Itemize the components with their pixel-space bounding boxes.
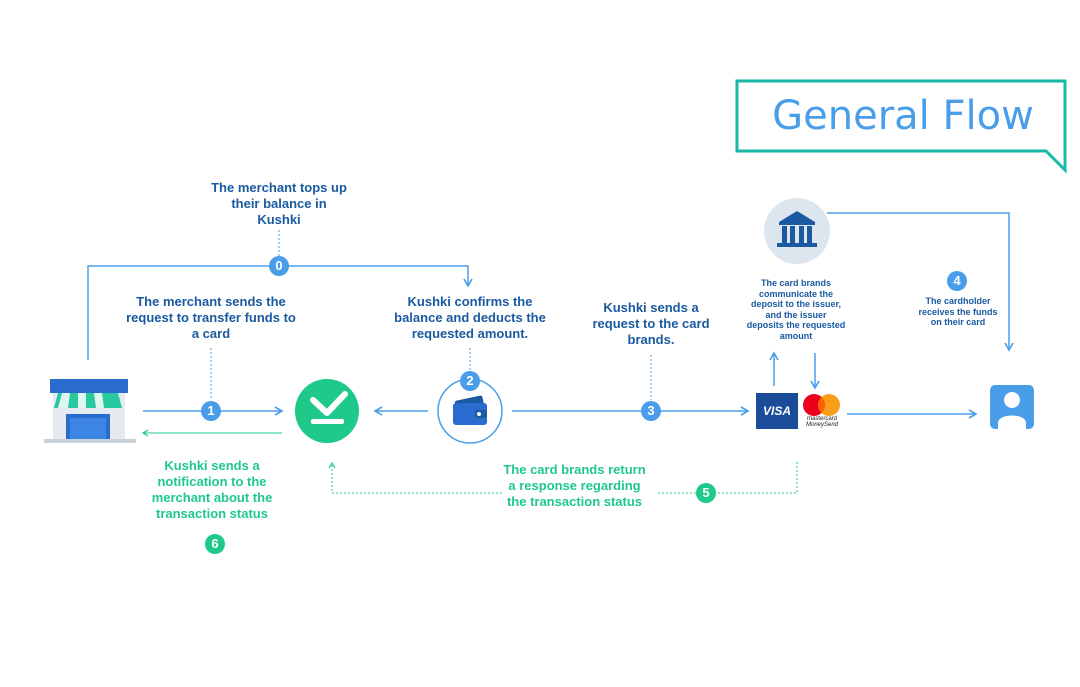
- step-4-text: The cardholder receives the funds on the…: [918, 296, 998, 327]
- step-1-badge: 1: [201, 401, 221, 421]
- visa-logo: [756, 393, 798, 429]
- step-2-badge: 2: [460, 371, 480, 391]
- step-2-text: Kushki confirms the balance and deducts …: [394, 294, 546, 341]
- issuer-note-text: The card brands communicate the deposit …: [746, 278, 846, 341]
- step-3-badge: 3: [641, 401, 661, 421]
- step-6-badge: 6: [205, 534, 225, 554]
- step-0-badge: 0: [269, 256, 289, 276]
- step-3-text: Kushki sends a request to the card brand…: [592, 300, 710, 347]
- arrow-step-4: [827, 212, 1014, 352]
- kushki-check-icon: [295, 379, 359, 443]
- step-5-text: The card brands return a response regard…: [503, 462, 646, 509]
- page-title: General Flow: [772, 93, 1034, 139]
- mastercard-label: mastercard: [806, 416, 837, 422]
- mastercard-logo: [803, 394, 840, 416]
- step-0-text: The merchant tops up their balance in Ku…: [211, 180, 347, 227]
- step-4-badge: 4: [947, 271, 967, 291]
- step-1-text: The merchant sends the request to transf…: [126, 294, 296, 341]
- step-5-badge: 5: [696, 483, 716, 503]
- visa-label: VISA: [762, 404, 791, 418]
- wallet-icon: [437, 378, 503, 444]
- bank-icon: [764, 198, 830, 264]
- cardholder-icon: [990, 385, 1034, 429]
- moneysend-label: MoneySend: [805, 422, 839, 428]
- store-icon: [44, 379, 136, 443]
- step-6-text: Kushki sends a notification to the merch…: [151, 458, 273, 521]
- title-box: [735, 79, 1067, 174]
